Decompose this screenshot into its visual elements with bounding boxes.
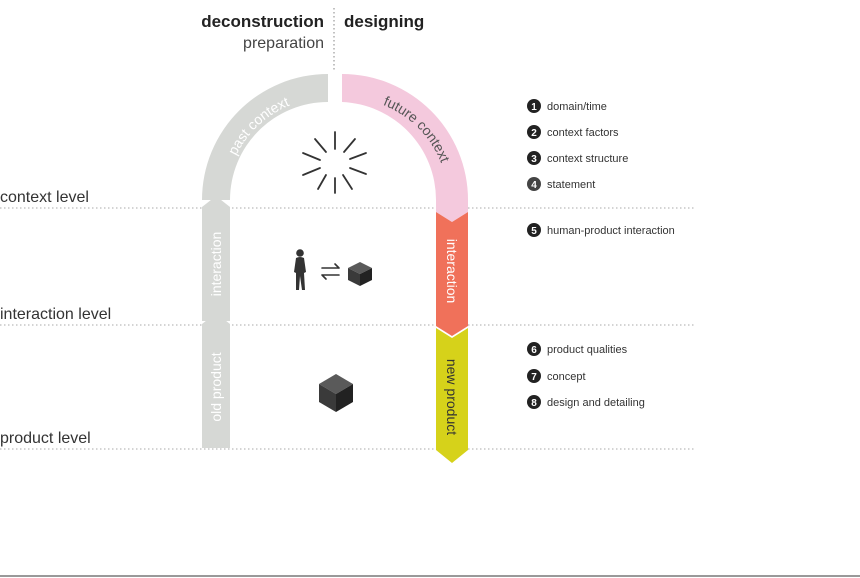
- step-number: 4: [531, 180, 537, 191]
- step-7: 7 concept: [527, 369, 586, 383]
- interaction-level-label: interaction level: [0, 306, 111, 323]
- step-1: 1 domain/time: [527, 99, 607, 113]
- future-context-arc: [342, 74, 468, 222]
- step-label: context factors: [547, 127, 619, 139]
- step-number: 7: [531, 372, 537, 383]
- step-label: statement: [547, 179, 595, 191]
- step-number: 6: [531, 345, 537, 356]
- step-3: 3 context structure: [527, 151, 628, 165]
- step-label: concept: [547, 371, 586, 383]
- step-4: 4 statement: [527, 177, 595, 191]
- small-cube-icon: [348, 262, 372, 286]
- product-level-label: product level: [0, 430, 91, 447]
- sunburst-icon: [302, 131, 367, 194]
- step-label: design and detailing: [547, 397, 645, 409]
- left-interaction-label: interaction: [208, 232, 224, 297]
- step-6: 6 product qualities: [527, 342, 628, 356]
- right-interaction-label: interaction: [444, 239, 460, 304]
- step-number: 5: [531, 226, 537, 237]
- step-label: product qualities: [547, 344, 628, 356]
- preparation-subtitle: preparation: [243, 35, 324, 52]
- deconstruction-title: deconstruction: [201, 12, 324, 31]
- designing-title: designing: [344, 12, 424, 31]
- step-8: 8 design and detailing: [527, 395, 645, 409]
- step-5: 5 human-product interaction: [527, 223, 675, 237]
- right-interaction-block: [436, 212, 468, 336]
- step-number: 1: [531, 102, 537, 113]
- step-2: 2 context factors: [527, 125, 619, 139]
- context-level-label: context level: [0, 189, 89, 206]
- past-context-arc: [202, 74, 328, 200]
- step-number: 3: [531, 154, 537, 165]
- person-icon: [294, 249, 306, 290]
- step-number: 2: [531, 128, 537, 139]
- step-number: 8: [531, 398, 537, 409]
- left-interaction-block: [202, 196, 230, 321]
- exchange-arrows-icon: [321, 263, 340, 280]
- old-product-block: [202, 313, 230, 448]
- cube-icon: [319, 374, 353, 412]
- new-product-label: new product: [444, 359, 460, 435]
- new-product-block: [436, 328, 468, 463]
- step-label: context structure: [547, 153, 628, 165]
- step-label: domain/time: [547, 101, 607, 113]
- old-product-label: old product: [208, 352, 224, 421]
- step-list: 1 domain/time 2 context factors 3 contex…: [527, 99, 675, 409]
- step-label: human-product interaction: [547, 225, 675, 237]
